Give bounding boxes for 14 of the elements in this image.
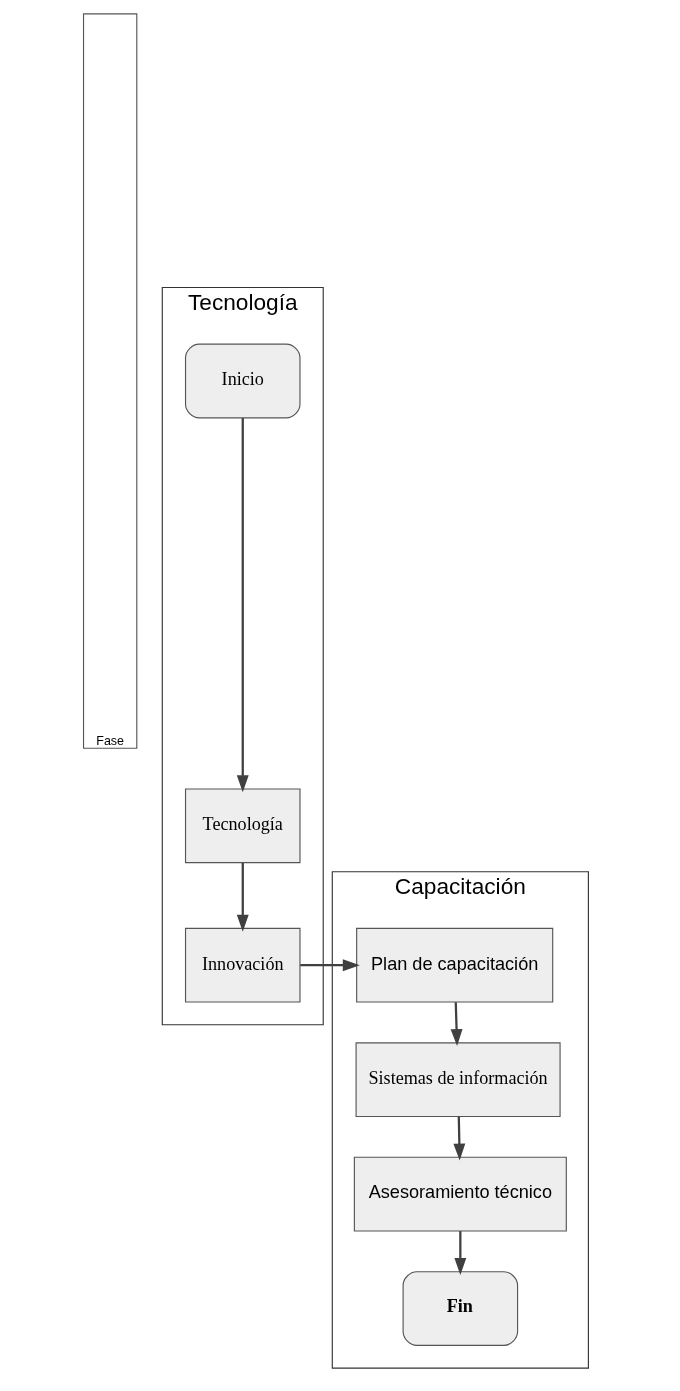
arrow: [236, 863, 249, 932]
node-box: Fase: [82, 13, 137, 749]
arrow: [450, 1002, 463, 1047]
arrow: [299, 959, 360, 972]
node-box: Innovación: [184, 927, 301, 1003]
node-box: Inicio: [184, 343, 301, 419]
node-box: Sistemas de información: [355, 1042, 561, 1118]
node-box: Tecnología: [184, 788, 301, 864]
arrow: [453, 1231, 466, 1276]
node-box: Plan de capacitación: [355, 927, 553, 1003]
arrow: [236, 418, 249, 793]
node-box: Fin: [402, 1271, 518, 1346]
node-box: Asesoramiento técnico: [353, 1156, 567, 1232]
arrow: [452, 1116, 465, 1161]
